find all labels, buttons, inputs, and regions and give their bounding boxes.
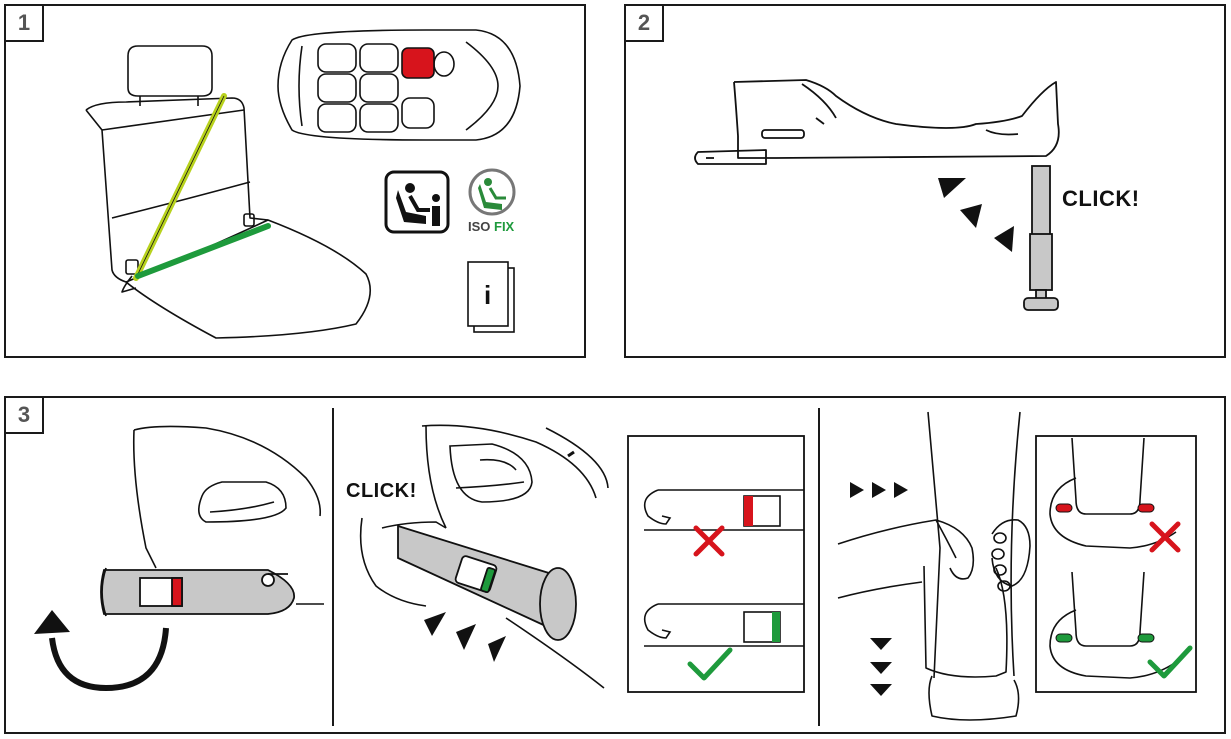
manual-info-letter: i: [484, 280, 491, 310]
arrow-triangle-icon: [850, 482, 908, 696]
car-top-view-icon: [277, 29, 521, 141]
step-3-number: 3: [6, 398, 44, 434]
step-3-click-label: CLICK!: [346, 480, 417, 502]
step-1-number: 1: [6, 6, 44, 42]
cross-icon: [1149, 521, 1181, 553]
arrow-triangle-icon: [424, 612, 506, 662]
step-3-illustration: [34, 411, 1197, 721]
isofix-text-fix: FIX: [494, 219, 515, 234]
step-3-divider-right: [818, 408, 820, 726]
cross-icon: [693, 525, 725, 557]
seat-icon: [85, 45, 372, 339]
child-seat-manual-icon: [384, 170, 450, 234]
step-3-panel: 3: [4, 396, 1226, 734]
step-1-panel: 1: [4, 4, 586, 358]
belt-lap: [135, 223, 271, 279]
step-1-illustration: ISO FIX i: [85, 29, 521, 339]
indicator-inset-box: [627, 435, 805, 693]
isofix-text-iso: ISO: [468, 219, 490, 234]
manual-booklet-icon: i: [467, 261, 515, 333]
isofix-connector-b: [397, 524, 577, 641]
arrow-triangle-icon: [938, 178, 1014, 252]
seat-outline-b: [359, 424, 609, 689]
leg-indicator-inset-box: [1035, 435, 1197, 693]
car-seat-highlight: [401, 47, 435, 79]
isofix-logo-icon: ISO FIX: [468, 168, 516, 234]
step-2-number: 2: [626, 6, 664, 42]
step-2-panel: 2 CLICK!: [624, 4, 1226, 358]
step-2-illustration: [694, 79, 1060, 311]
check-icon: [687, 647, 733, 681]
base-icon: [694, 79, 1060, 165]
rotate-arrow-icon: [34, 610, 169, 692]
seat-outline-a: [132, 425, 324, 605]
step-2-click-label: CLICK!: [1062, 186, 1140, 211]
check-icon: [1147, 645, 1193, 679]
support-leg-hands: [837, 411, 1031, 721]
support-leg-icon: [1023, 165, 1059, 311]
step-3-divider-left: [332, 408, 334, 726]
isofix-connector-a: [100, 567, 295, 617]
